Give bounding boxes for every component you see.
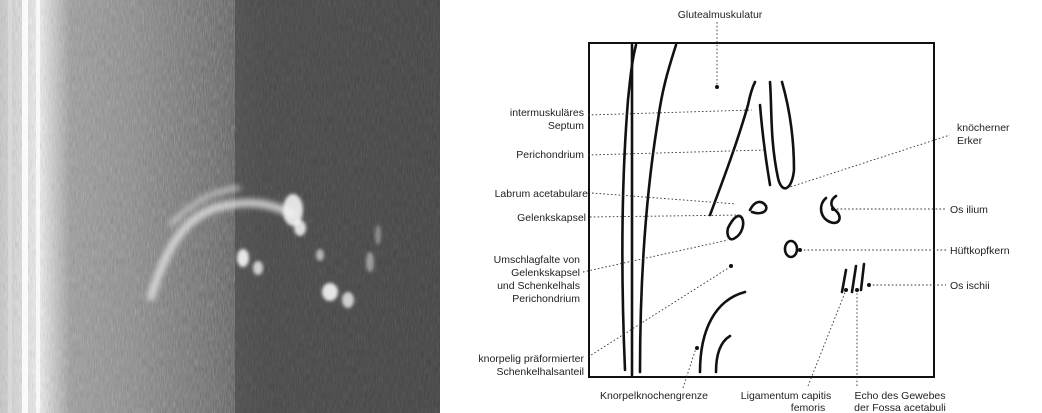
- label-umschlagfalte-line4: Perichondrium: [512, 293, 580, 305]
- label-umschlagfalte-line2: Gelenkskapsel: [511, 267, 580, 279]
- label-knorpelknochengrenze: Knorpelknochengrenze: [600, 390, 708, 402]
- label-umschlagfalte-line3: und Schenkelhals: [497, 280, 580, 292]
- label-gelenkskapsel: Gelenkskapsel: [517, 212, 586, 224]
- anchor-dots: [695, 85, 871, 350]
- label-perichondrium: Perichondrium: [516, 149, 584, 161]
- label-huftkopfkern: Hüftkopfkern: [950, 245, 1010, 257]
- label-knocherner-erker-line2: Erker: [957, 135, 983, 147]
- label-os-ilium: Os ilium: [950, 204, 988, 216]
- label-echo-line1: Echo des Gewebes: [854, 390, 945, 402]
- label-umschlagfalte-line1: Umschlagfalte von: [494, 254, 581, 266]
- label-knorpelig-line2: Schenkelhalsanteil: [496, 366, 584, 378]
- labeled-schematic: Glutealmuskulatur intermuskuläres Septum…: [440, 0, 1042, 413]
- anatomy-outline: [622, 45, 864, 375]
- label-ligamentum-line2: femoris: [791, 402, 825, 413]
- label-labrum-acetabulare: Labrum acetabulare: [495, 188, 589, 200]
- label-knocherner-erker-line1: knöcherner: [957, 122, 1010, 134]
- label-os-ischii: Os ischii: [950, 280, 990, 292]
- label-echo-line2: der Fossa acetabuli: [854, 402, 946, 413]
- ultrasound-image: [0, 0, 440, 413]
- label-glutealmuskulatur: Glutealmuskulatur: [678, 9, 763, 21]
- label-intermuskulares-septum-line2: Septum: [548, 120, 584, 132]
- label-intermuskulares-septum-line1: intermuskuläres: [510, 107, 584, 119]
- label-ligamentum-line1: Ligamentum capitis: [741, 390, 831, 402]
- label-knorpelig-line1: knorpelig präformierter: [478, 353, 584, 365]
